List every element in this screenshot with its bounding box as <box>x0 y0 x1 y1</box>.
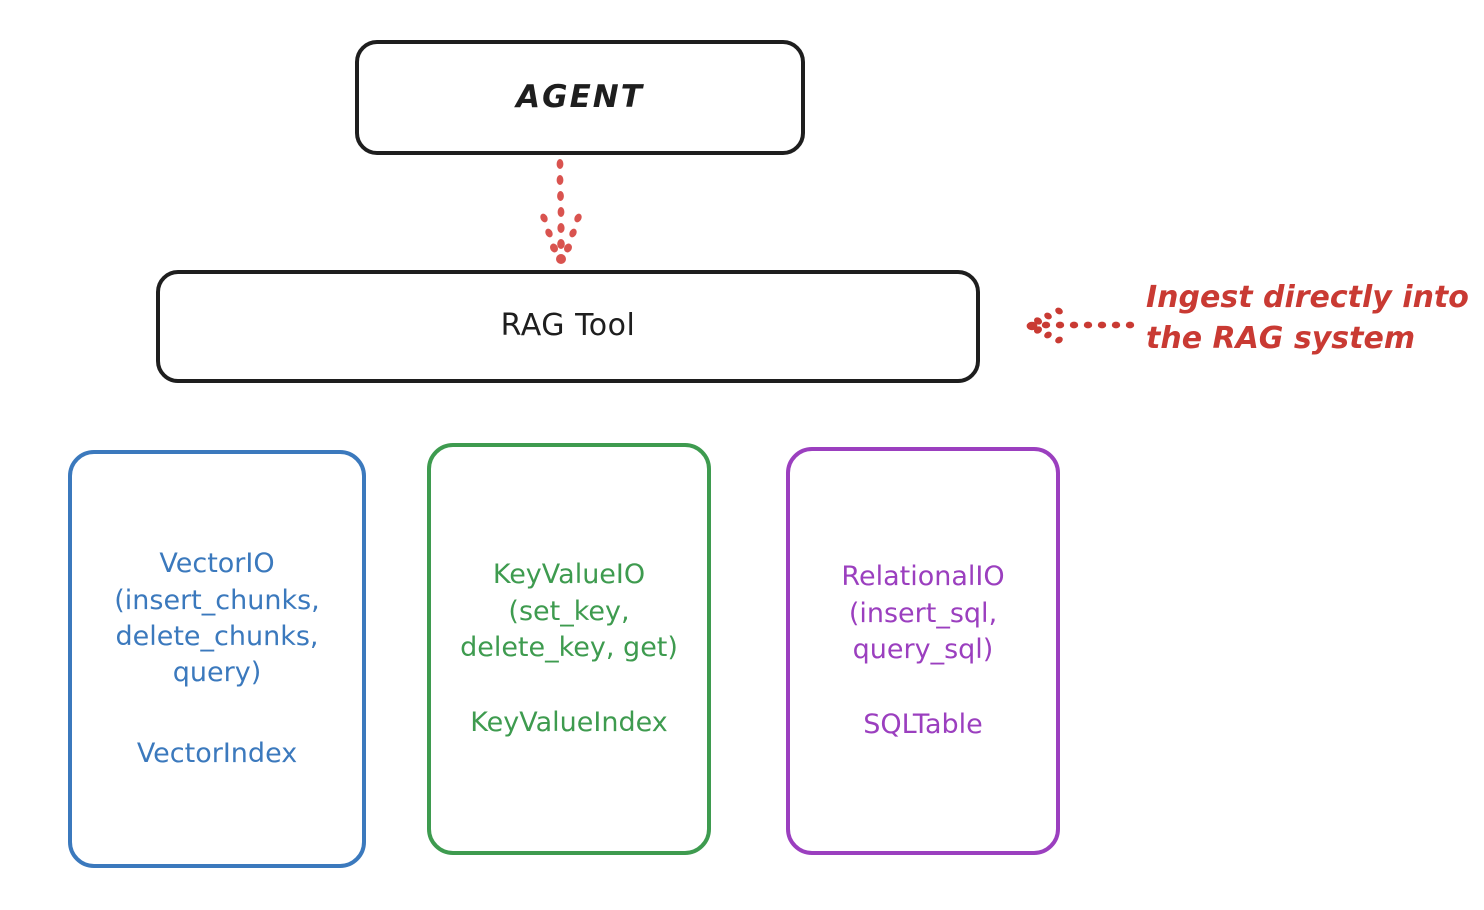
rag-tool-node[interactable]: RAG Tool <box>156 270 980 383</box>
key-value-io-node[interactable]: KeyValueIO (set_key, delete_key, get) Ke… <box>427 443 711 855</box>
key-value-io-api-label: KeyValueIO (set_key, delete_key, get) <box>460 559 678 663</box>
relational-io-node[interactable]: RelationalIO (insert_sql, query_sql) SQL… <box>786 447 1060 855</box>
ingest-to-rag-tool-arrow-icon <box>1026 307 1135 344</box>
vector-io-node[interactable]: VectorIO (insert_chunks, delete_chunks, … <box>68 450 366 868</box>
key-value-index-label: KeyValueIndex <box>470 706 668 738</box>
vector-index-label: VectorIndex <box>136 738 298 770</box>
relational-io-api-label: RelationalIO (insert_sql, query_sql) <box>841 561 1005 665</box>
sql-table-label: SQLTable <box>863 708 983 740</box>
agent-to-rag-tool-arrow-icon <box>540 159 582 264</box>
ingest-annotation-label: Ingest directly into the RAG system <box>1146 280 1469 356</box>
vector-io-api-label: VectorIO (insert_chunks, delete_chunks, … <box>114 548 320 688</box>
rag-tool-node-label: RAG Tool <box>500 308 636 344</box>
agent-node[interactable]: AGENT <box>355 40 805 155</box>
agent-node-label: AGENT <box>516 78 644 115</box>
